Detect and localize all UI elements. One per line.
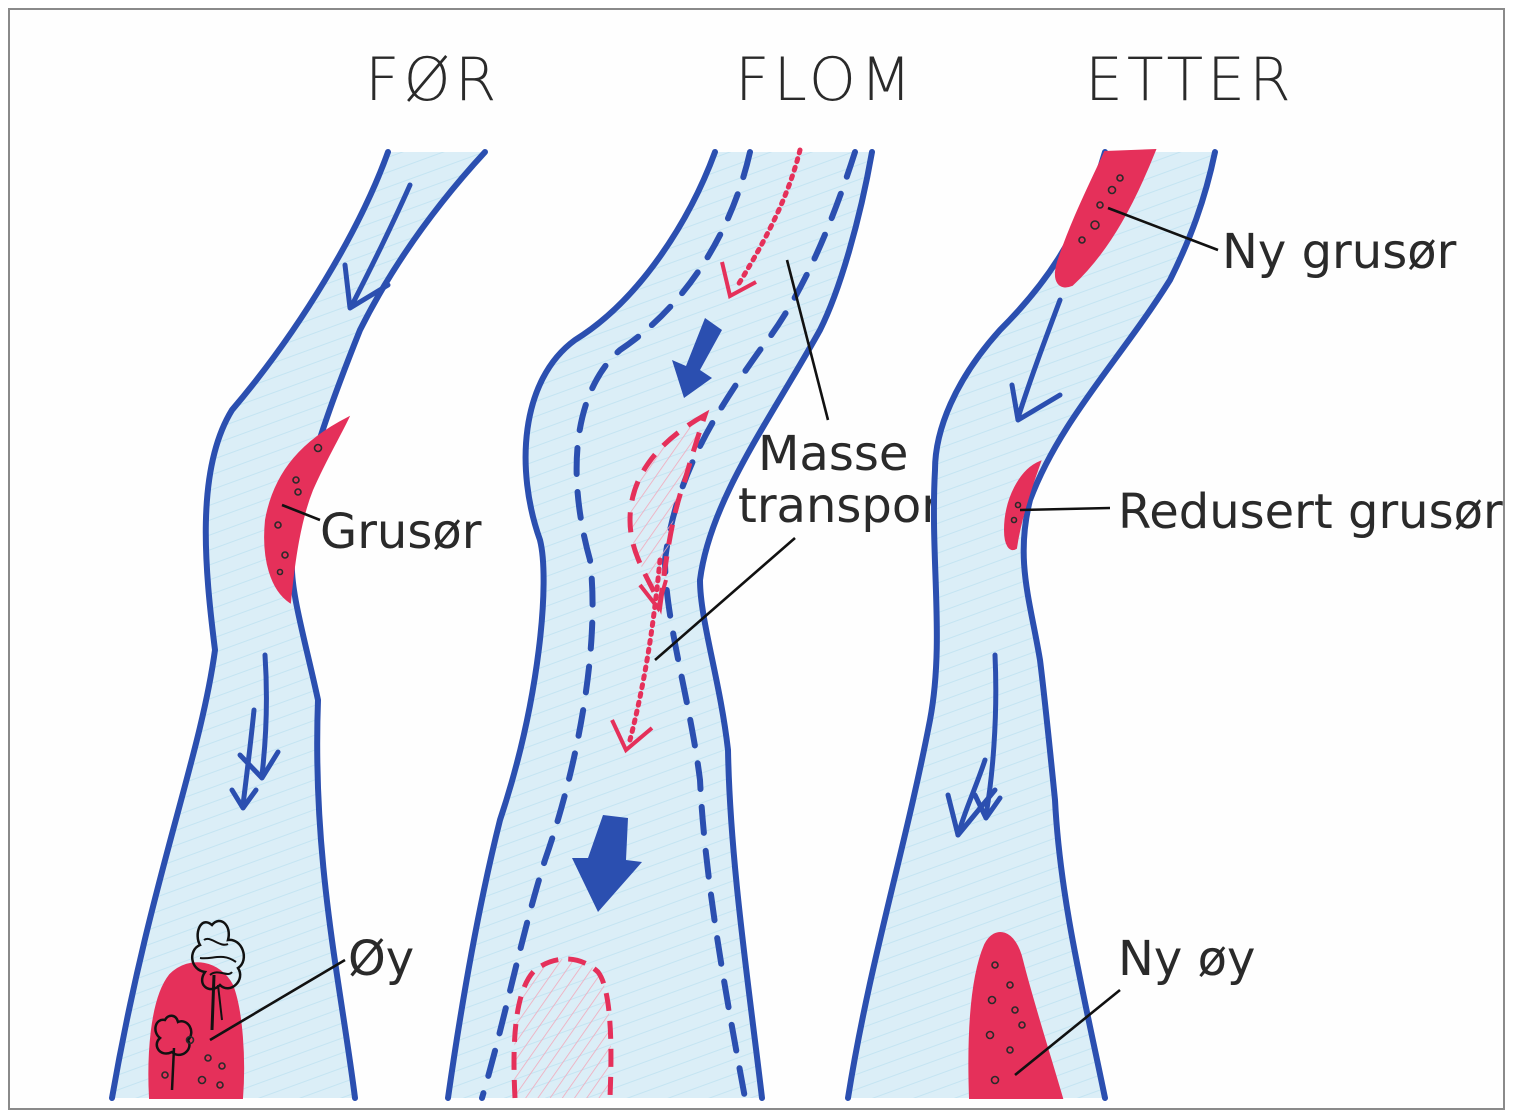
panel-after: ETTER bbox=[848, 45, 1503, 1098]
label-ny-grusor: Ny grusør bbox=[1222, 224, 1457, 280]
panel-flood-title: FLOM bbox=[735, 45, 916, 115]
panel-before: FØR bbox=[112, 45, 500, 1098]
label-masse: Masse bbox=[758, 426, 908, 482]
panel-after-title: ETTER bbox=[1085, 45, 1295, 115]
panel-before-title: FØR bbox=[365, 45, 500, 115]
label-redusert-grusor: Redusert grusør bbox=[1118, 484, 1503, 540]
label-ny-oy: Ny øy bbox=[1118, 931, 1255, 987]
leader-line bbox=[1020, 508, 1110, 510]
label-transport: transport bbox=[738, 478, 960, 534]
label-oy: Øy bbox=[348, 931, 414, 987]
label-grusor: Grusør bbox=[320, 504, 482, 560]
island-flood-dashed bbox=[514, 959, 611, 1098]
